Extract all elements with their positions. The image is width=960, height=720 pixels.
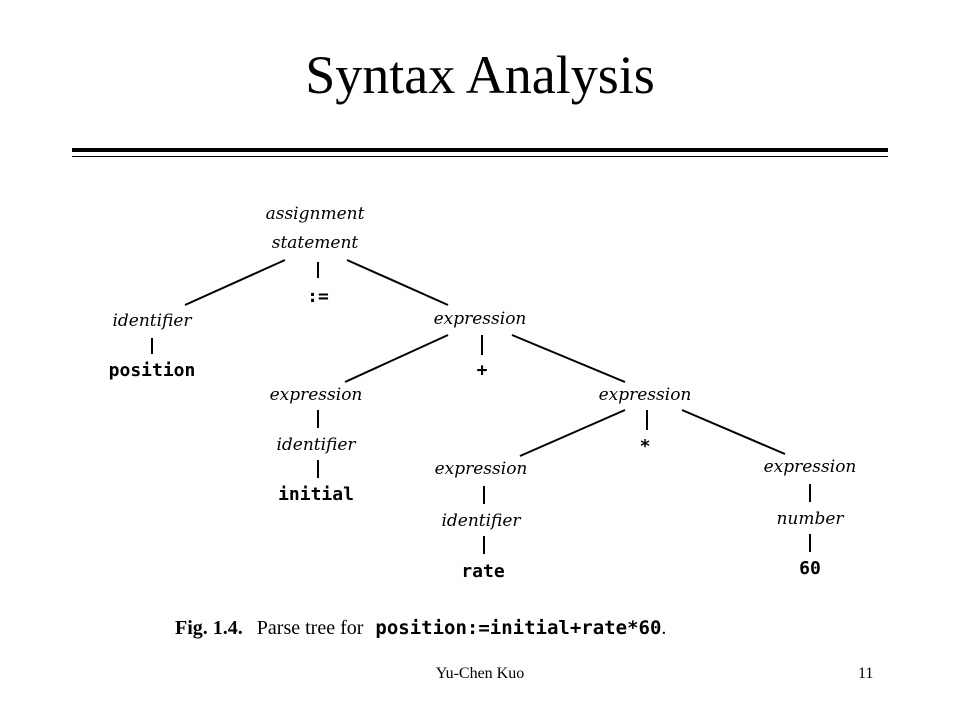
node-num-expression: expression	[764, 457, 857, 477]
edge-expr-right	[511, 334, 626, 383]
node-left-expression: expression	[270, 385, 363, 405]
slide-title: Syntax Analysis	[305, 45, 655, 105]
footer-author: Yu-Chen Kuo	[435, 665, 525, 682]
node-num-token: 60	[799, 558, 821, 579]
figure-caption: Fig. 1.4. Parse tree for position:=initial…	[175, 617, 666, 639]
title-underline-thin	[72, 156, 888, 157]
node-right-expression: expression	[599, 385, 692, 405]
node-left-token: initial	[278, 484, 354, 505]
node-lhs-identifier: identifier	[112, 311, 192, 331]
caption-code: position:=initial+rate*60	[375, 617, 661, 639]
node-left-identifier: identifier	[276, 435, 356, 455]
caption-text: Parse tree for	[257, 617, 364, 639]
node-times-op: *	[640, 436, 651, 457]
tree-edges	[151, 259, 811, 554]
caption-label: Fig. 1.4.	[175, 617, 243, 639]
edge-root-expression	[346, 259, 449, 306]
node-lhs-token: position	[109, 360, 196, 381]
node-assign-op: :=	[307, 286, 329, 307]
node-rhs-expression: expression	[434, 309, 527, 329]
page-number: 11	[858, 665, 874, 682]
node-rate-expression: expression	[435, 459, 528, 479]
node-rate-token: rate	[461, 561, 505, 582]
node-rate-identifier: identifier	[441, 511, 521, 531]
edge-right-num-expr	[681, 409, 786, 455]
node-plus-op: +	[477, 360, 488, 381]
caption-period: .	[661, 617, 666, 639]
edge-expr-left	[344, 334, 449, 383]
edge-root-identifier	[184, 259, 286, 306]
title-underline-thick	[72, 148, 888, 152]
node-root-line1: assignment	[266, 204, 365, 224]
edge-right-rate-expr	[519, 409, 626, 457]
node-num-number: number	[776, 509, 844, 529]
node-root-line2: statement	[272, 233, 359, 253]
